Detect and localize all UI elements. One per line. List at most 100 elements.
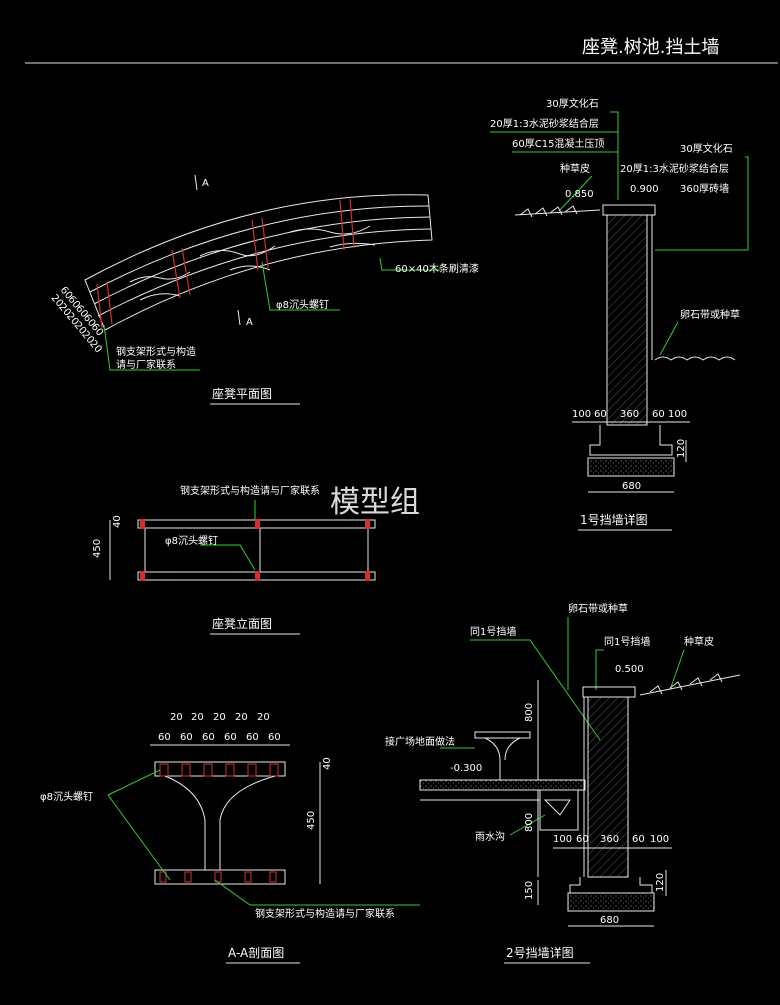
section-mark-line [237, 309, 241, 326]
plan-support-1 [96, 281, 113, 329]
section-dim-top: 40 [322, 757, 333, 770]
leader-line [659, 321, 679, 356]
wall2-plaza-slab [419, 779, 586, 791]
bench-elevation-view: 钢支架形式与构造请与厂家联系 φ8沉头螺钉 450 40 座凳立面图 [92, 484, 376, 635]
wall2-pebble: 卵石带或种草 [568, 602, 628, 615]
section-seat [154, 761, 286, 777]
dim: 20 [257, 712, 270, 723]
slat-line [97, 228, 432, 317]
dim: 60 [202, 732, 215, 743]
steel-note-1: 钢支架形式与构造 [116, 345, 196, 358]
wall2-ground [639, 674, 741, 696]
dim: 100 [572, 409, 591, 420]
wall2-drain-inner [543, 799, 571, 816]
wall1-title: 1号挡墙详图 [580, 512, 648, 527]
elev-steel-note: 钢支架形式与构造请与厂家联系 [180, 484, 320, 497]
wall2-bench-icon [474, 731, 531, 780]
section-dims-60: 60 60 60 60 60 60 [158, 732, 281, 743]
dim: 100 [650, 834, 669, 845]
wall1-pebble: 卵石带或种草 [680, 308, 740, 321]
leader-line [200, 544, 256, 571]
dim: 20 [235, 712, 248, 723]
wall2-drain-label: 雨水沟 [475, 830, 505, 843]
dim: 360 [620, 409, 639, 420]
pebble-symbol [654, 356, 736, 361]
wall1-level-left: 0.850 [565, 189, 594, 200]
wall2-width: 680 [600, 915, 619, 926]
plan-title: 座凳平面图 [212, 386, 272, 401]
wall1-body [606, 214, 648, 426]
elev-dim-height: 450 [92, 539, 103, 558]
dim: 60 [246, 732, 259, 743]
plan-support-4 [339, 198, 355, 251]
wall1-ground-left [514, 209, 601, 216]
wall2-grass: 种草皮 [684, 635, 714, 648]
section-steel-note: 钢支架形式与构造请与厂家联系 [255, 907, 395, 920]
note: 60厚C15混凝土压顶 [512, 137, 604, 150]
wall1-notes-right: 30厚文化石 20厚1:3水泥砂浆结合层 360厚砖墙 [620, 142, 733, 195]
dim: 100 [668, 409, 687, 420]
wall1-grass: 种草皮 [560, 162, 590, 175]
leader-line [379, 257, 440, 271]
slat-line [89, 205, 430, 293]
section-screw-note: φ8沉头螺钉 [40, 790, 93, 803]
wall2-coping [582, 686, 636, 698]
leader-line [107, 794, 171, 881]
dim: 20 [191, 712, 204, 723]
wall2-foot-h: 120 [655, 873, 666, 892]
plan-support-2 [171, 247, 191, 299]
elevation-title: 座凳立面图 [212, 616, 272, 631]
leader-line [214, 879, 420, 906]
wall1-width: 680 [622, 481, 641, 492]
section-mark-label: A [202, 178, 209, 189]
dim: 60 [576, 834, 589, 845]
bench-section-view: 20 20 20 20 20 60 60 60 60 60 60 [40, 712, 420, 964]
wall2-level: 0.500 [615, 664, 644, 675]
section-mark-label: A [246, 317, 253, 328]
leader-line [470, 639, 601, 741]
elev-bolts [140, 519, 370, 581]
section-title: A-A剖面图 [228, 946, 284, 960]
wall1-level-right: 0.900 [630, 184, 659, 195]
elev-screw-note: φ8沉头螺钉 [165, 534, 218, 547]
leader-line [509, 814, 546, 836]
grass-symbol [649, 673, 723, 695]
sheet-title: 座凳.树池.挡土墙 [582, 37, 719, 58]
section-bolts [159, 871, 277, 883]
note: 360厚砖墙 [680, 182, 729, 195]
section-dim-height: 450 [306, 811, 317, 830]
dim: 60 [594, 409, 607, 420]
wall2-title: 2号挡墙详图 [506, 945, 574, 960]
wall2-dim-150: 150 [524, 881, 535, 900]
leader-line [559, 175, 593, 211]
wall2-bottom-dims: 100 60 360 60 100 [553, 834, 669, 845]
dim: 20 [170, 712, 183, 723]
wall2-foundation [567, 892, 655, 912]
wood-grain [129, 225, 376, 301]
section-dims-20: 20 20 20 20 20 [170, 712, 270, 723]
wall1-footing [589, 425, 673, 456]
bench-outline [84, 194, 433, 331]
dim: 60 [652, 409, 665, 420]
wall2-dim-800a: 800 [524, 703, 535, 722]
wall1-detail: 30厚文化石 20厚1:3水泥砂浆结合层 60厚C15混凝土压顶 30厚文化石 … [490, 97, 749, 531]
plan-dims: 60 60 60 60 60 20 20 20 20 20 20 [49, 285, 106, 356]
wall2-level-plaza: -0.300 [450, 763, 482, 774]
leader-line [655, 156, 749, 251]
wall2-same-wall-2: 同1号挡墙 [604, 635, 650, 648]
wall2-same-wall: 同1号挡墙 [470, 625, 516, 638]
section-mark-line [194, 174, 198, 191]
section-steel-frame [164, 775, 276, 870]
note: 30厚文化石 [546, 97, 599, 110]
wall1-bottom-dims: 100 60 360 60 100 [572, 409, 687, 420]
leader-line [261, 261, 340, 311]
leader-line [103, 324, 200, 371]
grass-symbol [519, 205, 578, 218]
dim: 60 [268, 732, 281, 743]
section-slats [159, 763, 279, 777]
dim: 60 [632, 834, 645, 845]
screw-note: φ8沉头螺钉 [276, 298, 329, 311]
wall1-foot-h: 120 [676, 439, 687, 458]
leader-line [595, 649, 604, 690]
